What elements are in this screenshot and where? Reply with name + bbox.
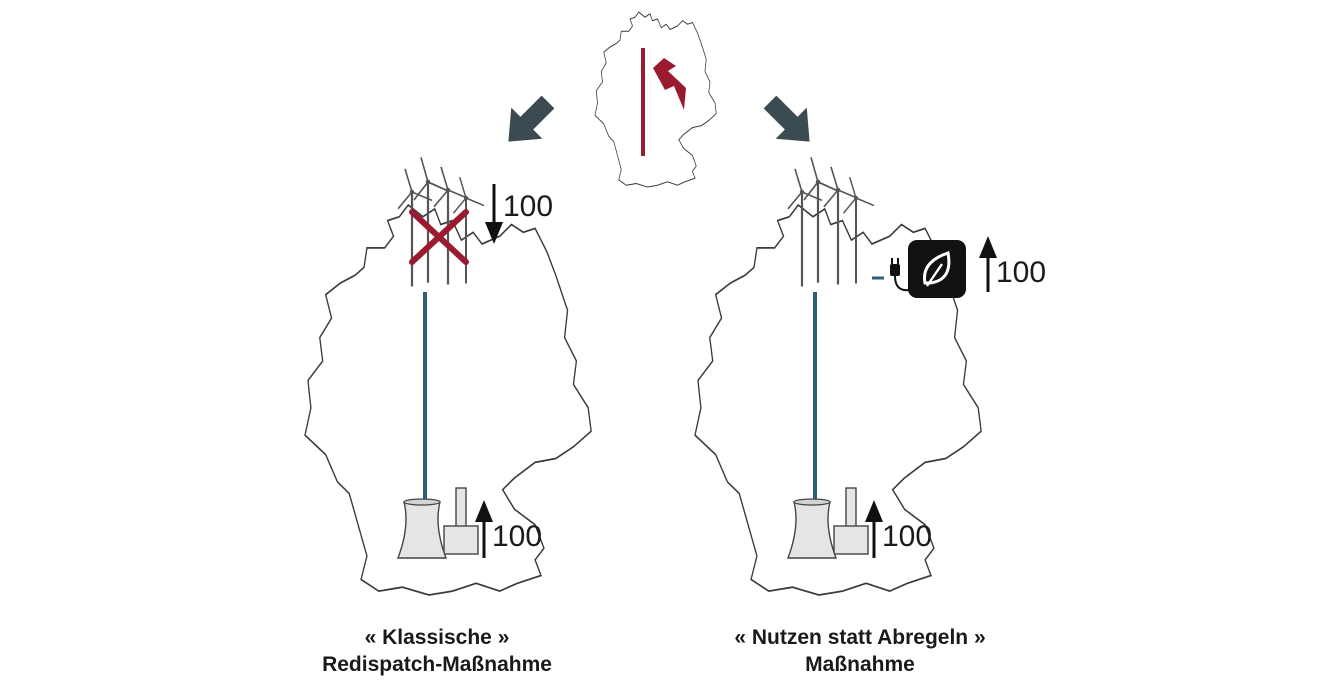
arrow-left — [508, 95, 555, 142]
ptx-up-arrow — [979, 236, 997, 292]
top-map — [595, 12, 716, 187]
power-plant-icon — [787, 487, 869, 559]
left-caption: « Klassische » Redispatch-Maßnahme — [227, 624, 647, 678]
wind-down-arrow — [485, 184, 503, 244]
left-caption-line1: « Klassische » — [364, 626, 510, 649]
left-caption-line2: Redispatch-Maßnahme — [322, 653, 552, 676]
wind-change-value: 100 — [503, 190, 553, 223]
wind-turbine-icon — [396, 156, 486, 288]
ptx-change-value: 100 — [996, 256, 1046, 289]
plug-icon — [890, 258, 911, 292]
power-plant-icon — [397, 487, 479, 559]
plant-up-arrow — [865, 500, 883, 558]
right-panel: 100 100 — [695, 157, 1046, 595]
right-caption-line2: Maßnahme — [805, 653, 915, 676]
plant-change-value-left: 100 — [492, 520, 542, 553]
left-panel: 100 100 — [305, 157, 591, 595]
ptx-box — [908, 240, 966, 298]
right-caption: « Nutzen statt Abregeln » Maßnahme — [650, 624, 1070, 678]
plant-change-value-right: 100 — [882, 520, 932, 553]
wind-turbine-icon — [786, 156, 876, 288]
lightning-bolt-icon — [653, 58, 686, 110]
right-caption-line1: « Nutzen statt Abregeln » — [734, 626, 986, 649]
germany-outline-top — [595, 12, 716, 187]
plant-up-arrow — [475, 500, 493, 558]
curtailment-cross — [409, 209, 469, 265]
arrow-right — [763, 95, 810, 142]
leaf-recycle-icon — [922, 251, 951, 287]
